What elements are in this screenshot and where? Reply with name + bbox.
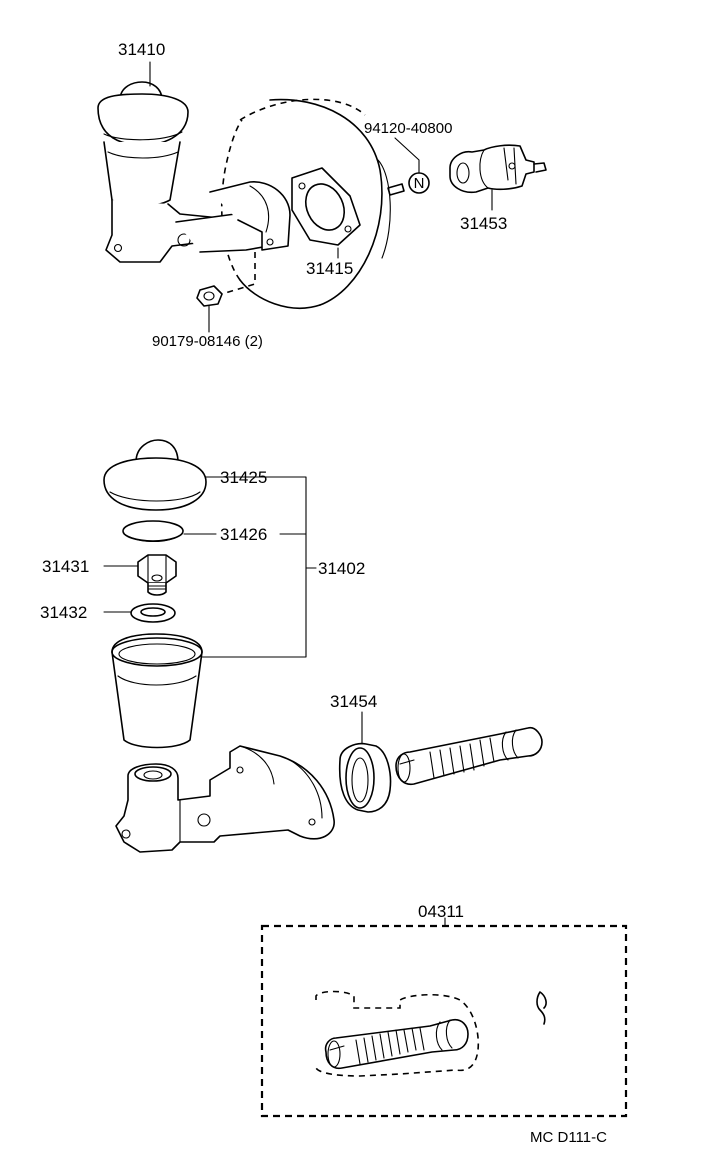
exploded-assembly bbox=[103, 439, 543, 853]
cylinder-body bbox=[115, 745, 335, 853]
union-bolt-31431 bbox=[137, 554, 177, 596]
label-31426: 31426 bbox=[220, 525, 267, 544]
label-31415: 31415 bbox=[306, 259, 353, 278]
bracket-31402 bbox=[201, 476, 307, 658]
reservoir-31402 bbox=[111, 633, 203, 749]
cap-gasket-31426 bbox=[122, 520, 184, 542]
pushrod-pin bbox=[387, 183, 405, 196]
kit-box bbox=[260, 924, 628, 1118]
booster-housing bbox=[220, 98, 391, 309]
piston-assembly bbox=[395, 726, 543, 786]
washer-31432 bbox=[130, 603, 176, 623]
label-31431: 31431 bbox=[42, 557, 89, 576]
label-31432: 31432 bbox=[40, 603, 87, 622]
leader-94120 bbox=[394, 137, 420, 174]
clevis-31453 bbox=[449, 144, 547, 194]
drawing-code: MC D111-C bbox=[530, 1129, 607, 1146]
nut-n: N bbox=[408, 172, 430, 194]
nut-90179 bbox=[196, 285, 223, 307]
repair-kit-04311 bbox=[260, 917, 628, 1118]
master-cylinder-31410 bbox=[97, 81, 291, 295]
label-94120-40800: 94120-40800 bbox=[364, 120, 452, 137]
label-31402: 31402 bbox=[318, 559, 365, 578]
label-31454: 31454 bbox=[330, 692, 377, 711]
label-04311: 04311 bbox=[418, 902, 464, 921]
upper-assembly: N bbox=[97, 61, 547, 333]
label-31453: 31453 bbox=[460, 214, 507, 233]
gasket-31415 bbox=[291, 167, 361, 246]
nut-n-label: N bbox=[414, 175, 425, 192]
boot-31454 bbox=[338, 742, 392, 813]
label-31410: 31410 bbox=[118, 40, 165, 59]
reservoir-cap-31425 bbox=[103, 439, 207, 511]
label-31425: 31425 bbox=[220, 468, 267, 487]
label-90179-08146: 90179-08146 (2) bbox=[152, 333, 263, 350]
